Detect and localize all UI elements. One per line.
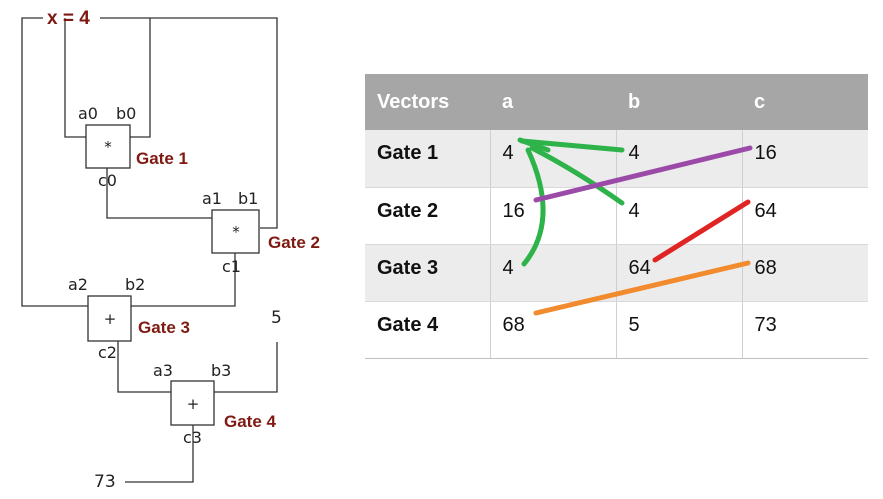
cell-c: 73 bbox=[741, 301, 868, 359]
cell-b: 5 bbox=[615, 301, 742, 359]
row-label: Gate 4 bbox=[365, 301, 490, 359]
input-x-label: x = 4 bbox=[47, 8, 90, 29]
gate-4-port-a3: a3 bbox=[153, 361, 173, 380]
row-label: Gate 2 bbox=[365, 187, 490, 245]
gate-4-operator: + bbox=[187, 395, 200, 413]
gate-1-port-b0: b0 bbox=[116, 104, 136, 123]
gate-2-port-b1: b1 bbox=[238, 189, 258, 208]
cell-a: 4 bbox=[489, 130, 616, 188]
wire-x-outer-loop bbox=[21, 17, 88, 307]
row-label: Gate 1 bbox=[365, 130, 490, 188]
output-value: 73 bbox=[94, 472, 116, 492]
gate-2-port-a1: a1 bbox=[202, 189, 222, 208]
wire-c1-to-b2 bbox=[131, 253, 236, 307]
cell-c: 68 bbox=[741, 244, 868, 302]
wire-a0 bbox=[64, 18, 86, 138]
cell-c: 64 bbox=[741, 187, 868, 245]
cell-a: 16 bbox=[489, 187, 616, 245]
cell-b: 4 bbox=[615, 187, 742, 245]
gate-3-port-b2: b2 bbox=[125, 275, 145, 294]
gate-1-box bbox=[85, 124, 131, 169]
gate-1-port-c0: c0 bbox=[98, 171, 117, 190]
cell-b: 4 bbox=[615, 130, 742, 188]
wire-x-top-right bbox=[100, 17, 278, 229]
gate-1-label: Gate 1 bbox=[136, 149, 188, 168]
gate-3-operator: + bbox=[104, 310, 117, 328]
cell-a: 4 bbox=[489, 244, 616, 302]
wire-b0 bbox=[130, 18, 151, 138]
gate-4-port-c3: c3 bbox=[183, 428, 202, 447]
table-row: Gate 3 4 64 68 bbox=[365, 244, 868, 302]
table-row: Gate 2 16 4 64 bbox=[365, 187, 868, 245]
row-label: Gate 3 bbox=[365, 244, 490, 302]
wire-const-to-b3 bbox=[214, 342, 278, 393]
gate-2-port-c1: c1 bbox=[222, 257, 241, 276]
gate-1-port-a0: a0 bbox=[78, 104, 98, 123]
header-c: c bbox=[742, 74, 868, 130]
arithmetic-circuit-diagram: x = 4 * a0 b0 c0 Gate 1 * a1 b1 c1 Gate … bbox=[21, 8, 320, 492]
gate-3-box bbox=[87, 295, 132, 342]
gate-4-box bbox=[170, 380, 215, 426]
gate-3-port-c2: c2 bbox=[98, 343, 117, 362]
gate-3-port-a2: a2 bbox=[68, 275, 88, 294]
wire-c0-to-a1 bbox=[106, 168, 212, 219]
vectors-table: Vectors a b c Gate 1 4 4 16 Gate 2 16 4 … bbox=[365, 74, 868, 359]
wire-c2-to-a3 bbox=[117, 341, 171, 393]
gate-2-label: Gate 2 bbox=[268, 233, 320, 252]
header-a: a bbox=[490, 74, 616, 130]
gate-4-label: Gate 4 bbox=[224, 412, 277, 431]
wire-c3-output bbox=[125, 425, 194, 483]
table-header-row: Vectors a b c bbox=[365, 74, 868, 130]
header-vectors: Vectors bbox=[365, 74, 490, 130]
gate-1-operator: * bbox=[104, 138, 112, 156]
table-row: Gate 4 68 5 73 bbox=[365, 301, 868, 359]
cell-b: 64 bbox=[615, 244, 742, 302]
gate-2-box bbox=[211, 209, 260, 254]
constant-value: 5 bbox=[271, 308, 282, 328]
cell-c: 16 bbox=[741, 130, 868, 188]
header-b: b bbox=[616, 74, 742, 130]
gate-4-port-b3: b3 bbox=[211, 361, 231, 380]
gate-3-label: Gate 3 bbox=[138, 318, 190, 337]
cell-a: 68 bbox=[489, 301, 616, 359]
table-row: Gate 1 4 4 16 bbox=[365, 130, 868, 188]
gate-2-operator: * bbox=[232, 223, 240, 241]
